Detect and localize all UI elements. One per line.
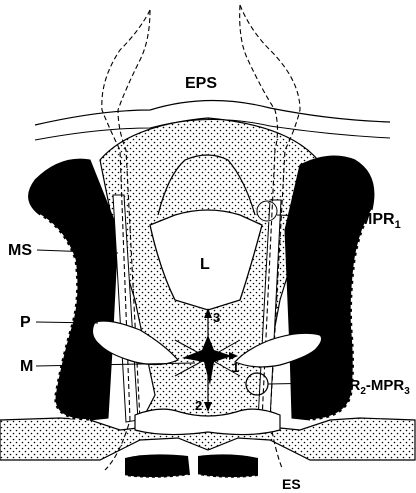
left-black-mass bbox=[29, 159, 118, 420]
label-mpr1: MPR1 bbox=[359, 211, 401, 231]
label-eps: EPS bbox=[185, 75, 217, 92]
label-p: P bbox=[20, 314, 31, 331]
mpr23-circle bbox=[246, 373, 268, 395]
label-arrow-3: 3 bbox=[213, 310, 220, 325]
label-ms: MS bbox=[8, 242, 32, 259]
bottom-left-block bbox=[125, 454, 190, 477]
label-arrow-1: 1 bbox=[232, 360, 239, 375]
label-arrow-2: 2 bbox=[195, 398, 202, 413]
bottom-right-block bbox=[198, 454, 258, 477]
label-es: ES bbox=[282, 476, 301, 492]
label-l: L bbox=[200, 256, 210, 273]
label-m: M bbox=[20, 358, 33, 375]
